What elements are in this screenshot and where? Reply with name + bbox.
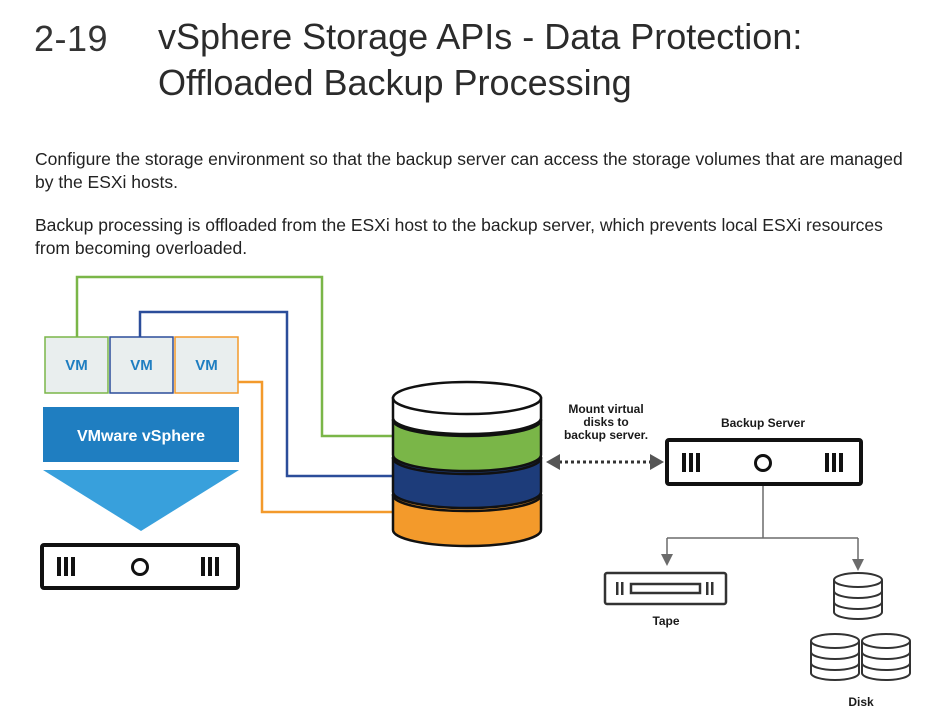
backup-server [665, 438, 863, 486]
server-bars-right-icon [201, 557, 219, 576]
vm-box-2: VM [109, 336, 174, 394]
disk-label: Disk [848, 695, 874, 709]
orange-connector [237, 380, 400, 514]
backup-server-label: Backup Server [721, 416, 805, 430]
server-power-icon [131, 558, 149, 576]
mount-label-line-2: disks to [583, 415, 628, 429]
disk-stack-top [833, 572, 883, 620]
slide-title: vSphere Storage APIs - Data Protection: … [158, 16, 803, 103]
server-power-icon [754, 454, 772, 472]
server-bars-right-icon [825, 453, 843, 472]
vm-box-1: VM [44, 336, 109, 394]
vm-label: VM [65, 357, 88, 374]
mount-label-line-3: backup server. [564, 428, 648, 442]
green-connector [75, 275, 400, 438]
tape-label: Tape [652, 614, 679, 628]
paragraph-storage-access: Configure the storage environment so tha… [35, 149, 903, 192]
vm-label: VM [195, 357, 218, 374]
vm-group: VM VM VM [44, 336, 239, 394]
mount-dotted-arrow [546, 454, 664, 470]
vm-storage-connectors [75, 275, 400, 514]
tape-bars-left-icon [616, 582, 624, 595]
arrowhead-left-icon [546, 454, 560, 470]
tape-device [603, 571, 728, 606]
mount-label: Mount virtual disks to backup server. [564, 402, 648, 442]
disk-stack-right [861, 633, 911, 681]
vm-box-3: VM [174, 336, 239, 394]
disk-stack-left [810, 633, 860, 681]
vsphere-label: VMware vSphere [77, 428, 205, 445]
tape-bars-right-icon [706, 582, 714, 595]
paragraph-offload: Backup processing is offloaded from the … [35, 215, 883, 258]
server-bars-left-icon [682, 453, 700, 472]
funnel-triangle [43, 470, 239, 531]
vsphere-layer: VMware vSphere [43, 407, 239, 531]
backup-branch-lines [661, 486, 864, 571]
slide-number: 2-19 [34, 18, 109, 59]
navy-connector [138, 310, 400, 478]
disk-stacks [810, 572, 911, 681]
mount-label-line-1: Mount virtual [568, 402, 643, 416]
esxi-host-server [40, 543, 240, 590]
tape-slot-icon [629, 582, 702, 595]
arrowhead-right-icon [650, 454, 664, 470]
vm-label: VM [130, 357, 153, 374]
server-bars-left-icon [57, 557, 75, 576]
storage-datastore-stack [391, 380, 543, 548]
